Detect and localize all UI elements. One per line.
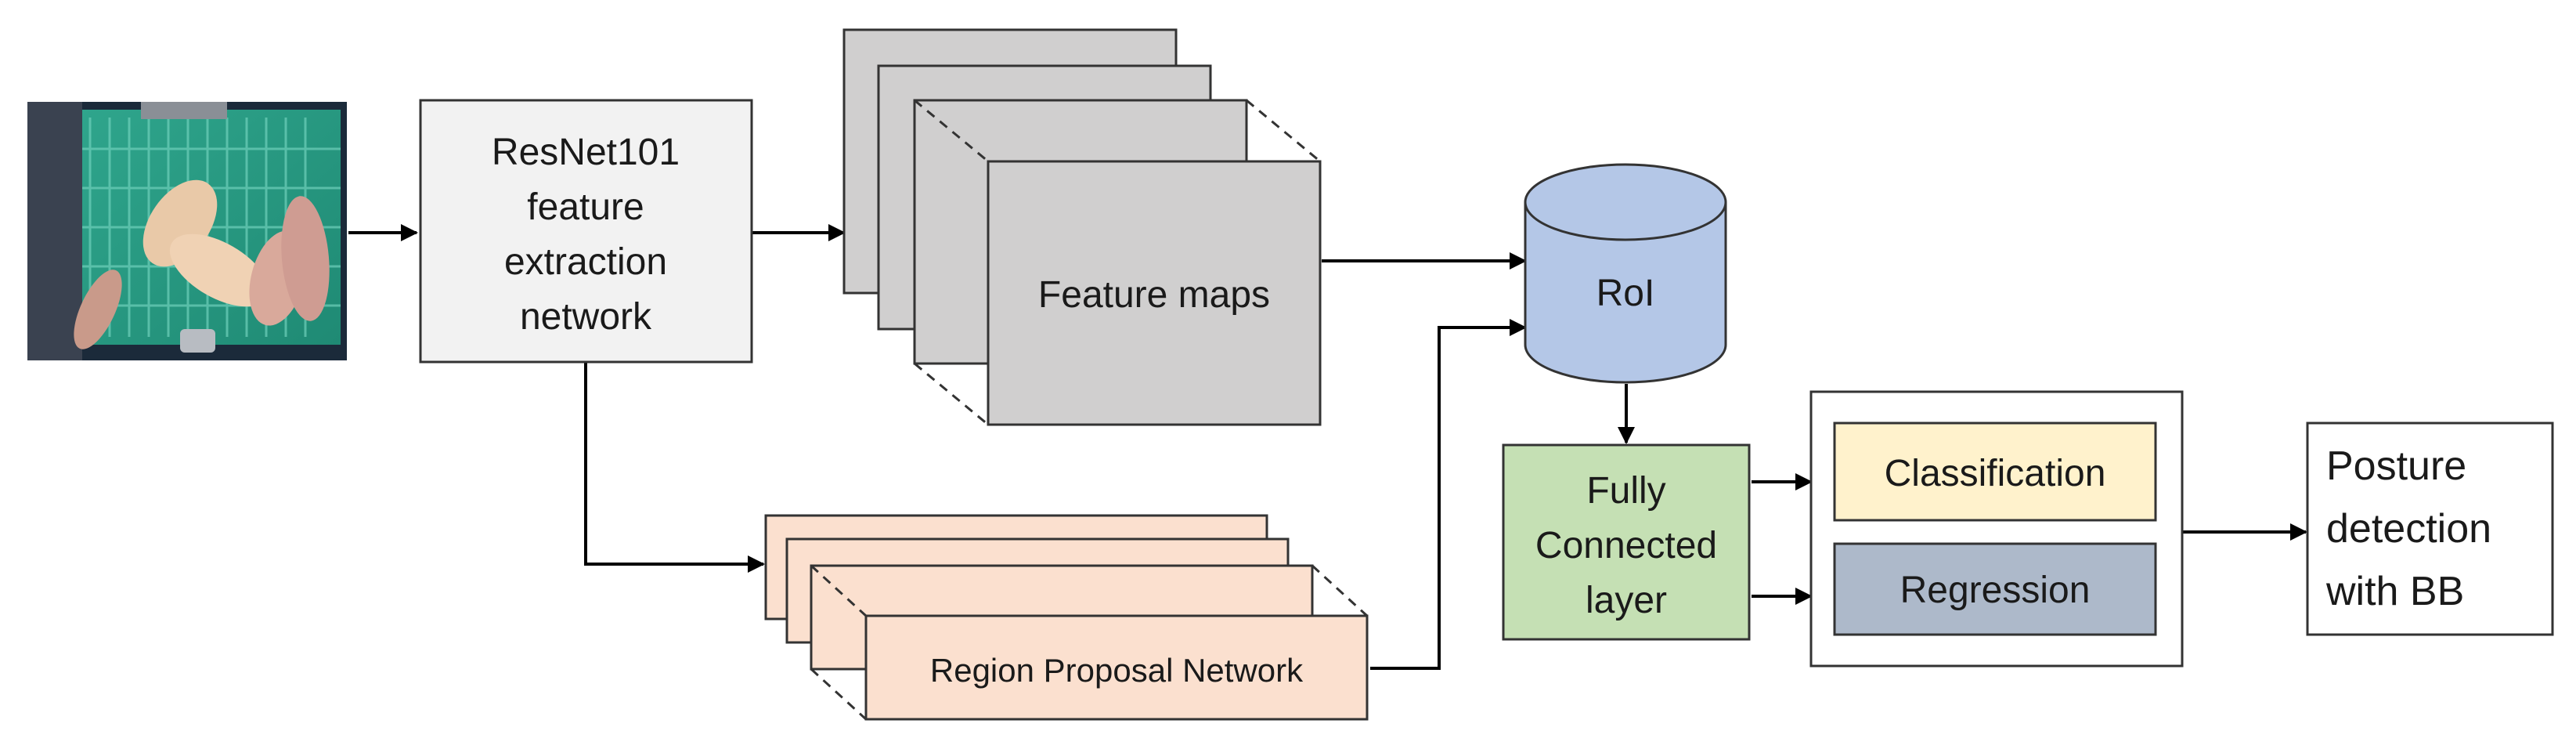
fc-line-2: Connected (1535, 525, 1717, 566)
feature-maps-label: Feature maps (1038, 274, 1270, 316)
classification-label: Classification (1885, 453, 2106, 494)
output-line-3: with BB (2325, 569, 2464, 614)
roi-cylinder: RoI (1524, 163, 1727, 384)
feature-maps-stack: Feature maps (842, 28, 1322, 426)
rpn-stack: Region Proposal Network (764, 514, 1369, 721)
output-line-2: detection (2326, 506, 2491, 552)
heads-container: Classification Regression (1809, 390, 2184, 668)
output-block: Posture detection with BB (2306, 422, 2554, 636)
resnet-line-2: feature (527, 186, 644, 228)
arrow-rpn-to-roi (1370, 319, 1527, 670)
fc-line-1: Fully (1586, 470, 1665, 512)
fc-block: Fully Connected layer (1502, 443, 1751, 641)
output-line-1: Posture (2326, 443, 2466, 489)
arrow-resnet-to-rpn (584, 362, 765, 573)
fc-line-3: layer (1586, 580, 1667, 621)
classification-box (1833, 422, 2157, 522)
input-image (27, 102, 347, 360)
resnet-block: ResNet101 feature extraction network (419, 99, 753, 364)
regression-label: Regression (1900, 570, 2091, 611)
roi-label: RoI (1596, 273, 1655, 314)
resnet-line-4: network (520, 296, 652, 338)
regression-box (1833, 542, 2157, 636)
rpn-label: Region Proposal Network (930, 652, 1304, 689)
resnet-line-3: extraction (504, 241, 667, 283)
connectors (348, 224, 2307, 670)
resnet-line-1: ResNet101 (492, 132, 680, 173)
